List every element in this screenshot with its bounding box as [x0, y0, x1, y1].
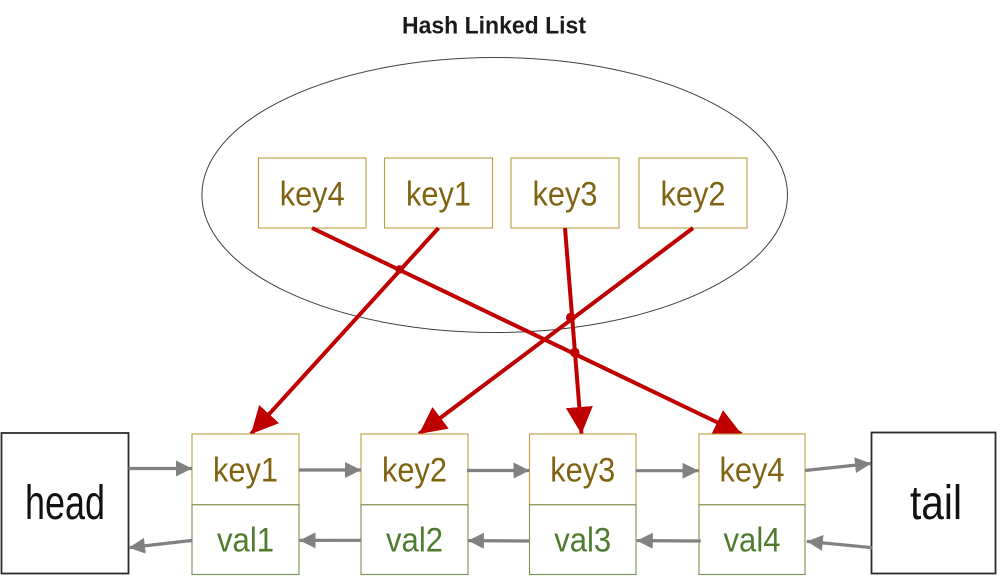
svg-text:key2: key2	[661, 176, 726, 214]
svg-text:key3: key3	[533, 176, 598, 214]
svg-text:key1: key1	[406, 176, 471, 214]
svg-text:key4: key4	[720, 452, 785, 490]
svg-text:head: head	[25, 477, 105, 530]
svg-text:key4: key4	[280, 176, 345, 214]
svg-text:val3: val3	[554, 522, 611, 560]
svg-text:val1: val1	[217, 522, 274, 560]
svg-text:tail: tail	[910, 477, 962, 530]
svg-text:Hash Linked List: Hash Linked List	[402, 13, 586, 40]
svg-text:val4: val4	[724, 522, 781, 560]
svg-text:key3: key3	[550, 452, 615, 490]
svg-text:val2: val2	[386, 522, 443, 560]
svg-text:key2: key2	[382, 452, 447, 490]
svg-text:key1: key1	[213, 452, 278, 490]
